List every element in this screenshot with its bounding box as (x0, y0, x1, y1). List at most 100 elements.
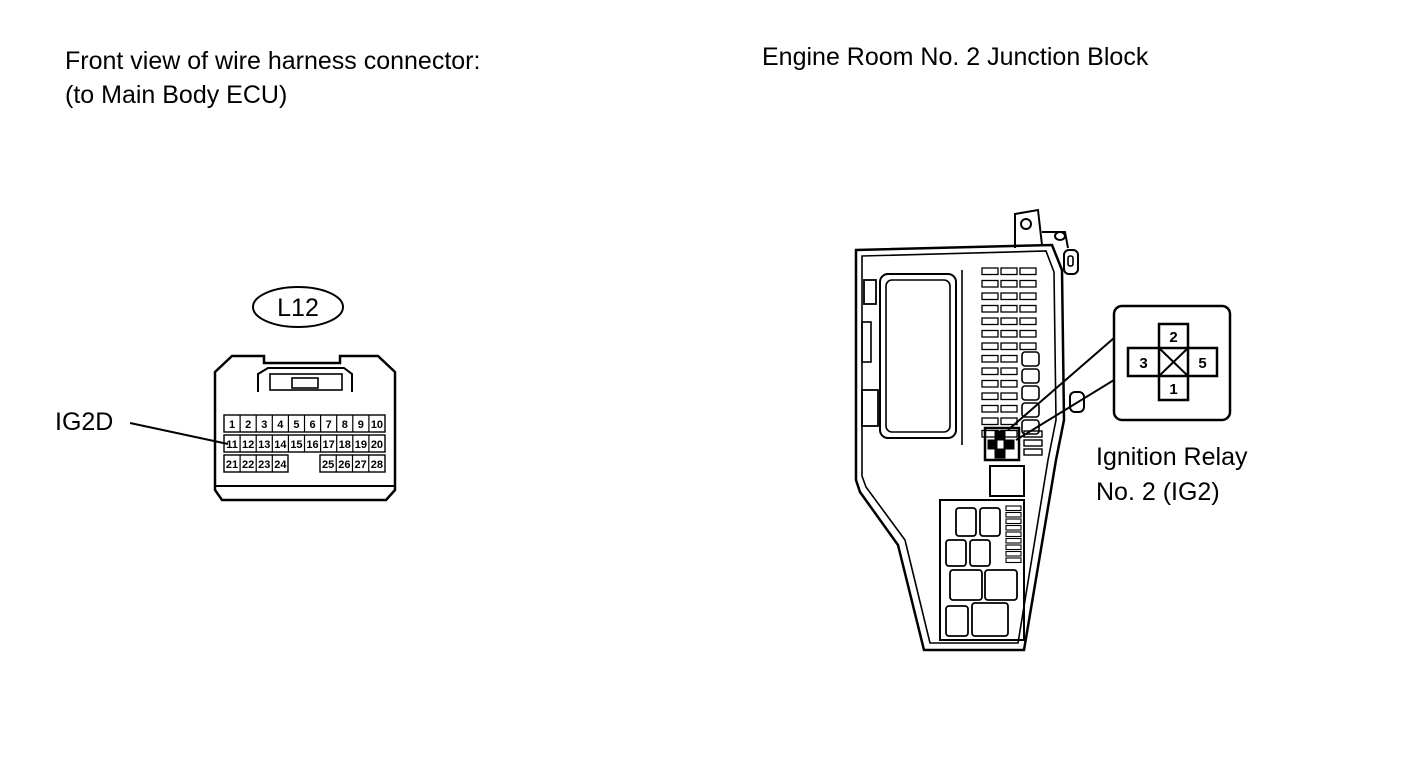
fuse-slot (1000, 392, 1018, 401)
relay-pin-1-box (1157, 374, 1190, 402)
connector-pin: 28 (371, 459, 383, 471)
relay-pin-5: 5 (1198, 355, 1206, 372)
connector-pin: 15 (290, 439, 302, 451)
relay-slot (1021, 385, 1040, 401)
connector-pin: 16 (306, 439, 318, 451)
ig2d-pointer-line (129, 422, 229, 445)
relay-pin-detail: 2 3 5 1 (1112, 304, 1232, 422)
relay-pin-1: 1 (1169, 381, 1177, 398)
small-fuse-slot (1005, 531, 1022, 538)
connector-latch (257, 367, 353, 392)
relay-pin-2-box (1157, 322, 1190, 350)
relay-pin-5-box (1186, 346, 1219, 378)
connector-pin: 20 (371, 439, 383, 451)
fuse-slot (1019, 292, 1037, 301)
fuse-slot (1000, 267, 1018, 276)
small-fuse-slot (1005, 518, 1022, 525)
small-fuse-slot (1005, 557, 1022, 564)
connector-pin: 23 (258, 459, 270, 471)
connector-pin: 3 (261, 419, 267, 431)
mounting-tab-top (1014, 208, 1043, 248)
fuse-slot (981, 379, 999, 388)
fuse-slot (981, 292, 999, 301)
lower-relay-compartment (939, 499, 1025, 641)
fuse-slot (1000, 379, 1018, 388)
connector-pin: 21 (226, 459, 238, 471)
fuse-slot (981, 392, 999, 401)
connector-pin: 10 (371, 419, 383, 431)
junction-block-title: Engine Room No. 2 Junction Block (762, 43, 1149, 71)
fuse-slot (1000, 354, 1018, 363)
fuse-slot (1000, 292, 1018, 301)
ig2-relay-socket (983, 426, 1021, 462)
fuse-slot (981, 279, 999, 288)
fuse-slot (1000, 367, 1018, 376)
lower-slot (945, 539, 967, 567)
connector-pin: 9 (358, 419, 364, 431)
relay-label-line1: Ignition Relay (1096, 443, 1248, 471)
connector-pin: 5 (293, 419, 299, 431)
connector-pin: 1 (229, 419, 235, 431)
fuse-slot (1019, 304, 1037, 313)
relay-slot (1021, 368, 1040, 384)
pointer-label-ig2d: IG2D (55, 408, 114, 436)
lower-slot (945, 605, 969, 637)
lower-slot (969, 539, 991, 567)
relay-label-line2: No. 2 (IG2) (1096, 478, 1220, 506)
fuse-slot (1019, 317, 1037, 326)
connector-title-line2: (to Main Body ECU) (65, 81, 288, 109)
connector-pin: 22 (242, 459, 254, 471)
connector-pin: 14 (274, 439, 287, 451)
lower-slot (955, 507, 977, 537)
small-fuse-slot (1005, 537, 1022, 544)
fuse-slot (981, 304, 999, 313)
large-fuse-window (879, 273, 957, 439)
connector-code: L12 (277, 294, 319, 322)
fuse-slot (981, 417, 999, 426)
connector-pin: 18 (339, 439, 351, 451)
relay-slot (1021, 351, 1040, 367)
connector-pin: 2 (245, 419, 251, 431)
fuse-slot (981, 404, 999, 413)
relay-pin-2: 2 (1169, 329, 1177, 346)
lower-slot (979, 507, 1001, 537)
connector-pin: 27 (355, 459, 367, 471)
relay-pin-3-box (1126, 346, 1161, 378)
connector-pin: 7 (326, 419, 332, 431)
connector-title-line1: Front view of wire harness connector: (65, 47, 481, 75)
connector-housing (213, 354, 397, 502)
lower-slot (984, 569, 1018, 601)
fuse-slot (981, 342, 999, 351)
junction-block (854, 208, 1115, 652)
fuse-slot (1000, 404, 1018, 413)
fuse-slot (981, 354, 999, 363)
small-fuse-slot (1005, 505, 1022, 512)
connector-lock-key (291, 377, 319, 389)
fuse-slot (981, 329, 999, 338)
connector-pin: 24 (274, 459, 287, 471)
connector-pin: 17 (323, 439, 335, 451)
relay-slot (1021, 402, 1040, 418)
fuse-slot (1000, 304, 1018, 313)
connector-pin: 13 (258, 439, 270, 451)
connector-pin: 6 (309, 419, 315, 431)
fuse-slot (1000, 329, 1018, 338)
connector-pin: 11 (226, 439, 238, 451)
connector-lock-tab (269, 373, 343, 391)
small-fuse-slot (1005, 544, 1022, 551)
connector-pin: 26 (338, 459, 350, 471)
fuse-slot (1019, 342, 1037, 351)
fuse-slot (1019, 267, 1037, 276)
fuse-grid (981, 267, 1040, 438)
small-fuse-slot (1005, 524, 1022, 531)
fuse-slot (1000, 317, 1018, 326)
junction-block-outer (854, 243, 1066, 652)
connector-pin: 8 (342, 419, 348, 431)
junction-block-inner (861, 250, 1057, 644)
lower-slot (949, 569, 983, 601)
